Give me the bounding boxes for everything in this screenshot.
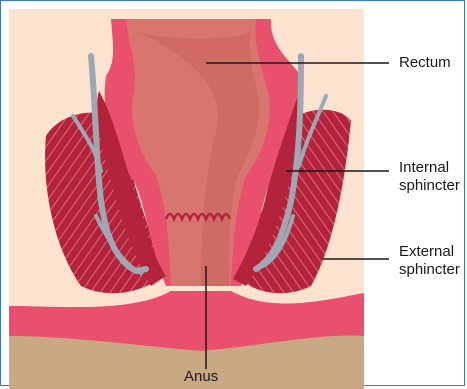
internal-sphincter-label-line2: sphincter bbox=[399, 177, 460, 195]
external-sphincter-label-line1: External bbox=[399, 243, 460, 261]
anus-label: Anus bbox=[184, 368, 218, 386]
external-sphincter-label: External sphincter bbox=[399, 243, 460, 279]
external-sphincter-label-line2: sphincter bbox=[399, 261, 460, 279]
internal-sphincter-label-line1: Internal bbox=[399, 159, 460, 177]
internal-sphincter-label: Internal sphincter bbox=[399, 159, 460, 195]
rectum-label: Rectum bbox=[399, 54, 451, 72]
